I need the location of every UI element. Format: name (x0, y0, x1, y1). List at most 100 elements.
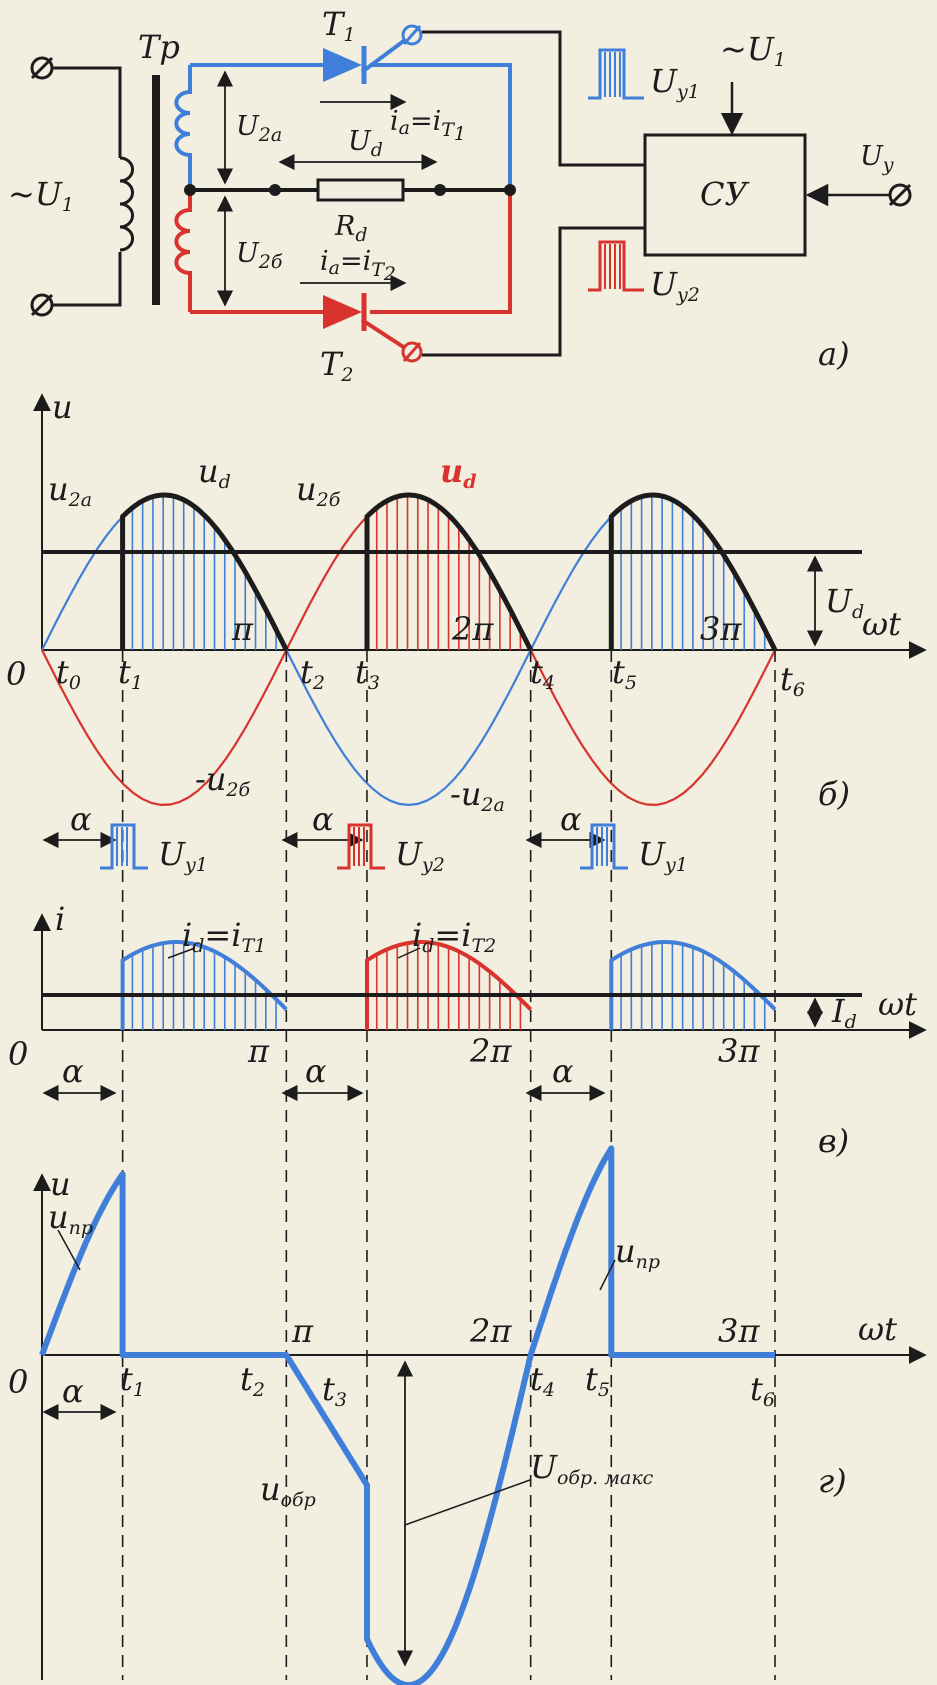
gate-wire-1 (422, 30, 645, 167)
t2-label: T2 (320, 345, 353, 386)
b-ud-label-2: ud (440, 452, 477, 493)
primary-wire (52, 66, 122, 307)
v-2pi-label: 2π (469, 1032, 512, 1070)
circuit-nodes (184, 184, 516, 196)
g-pi-label: π (291, 1312, 314, 1350)
b-t4-label: t4 (530, 653, 555, 694)
b-uy1-label: Uy1 (158, 835, 208, 876)
v-current-pulse (120, 940, 288, 1030)
b-t2-label: t2 (300, 653, 325, 694)
t1-label: T1 (322, 5, 355, 46)
b-pulse-uy1 (100, 823, 148, 870)
u2b-label: U2б (236, 238, 283, 273)
gate-wire-2 (422, 226, 645, 357)
input-terminal-bottom (30, 293, 54, 317)
b-2pi-label: 2π (451, 610, 494, 648)
b-alpha-3: α (560, 800, 582, 838)
rd-label: Rd (334, 211, 368, 246)
b-y-label: u (52, 388, 73, 426)
ud-label: Ud (348, 126, 383, 161)
b-t5-label: t5 (612, 653, 637, 694)
v-Id-label: Id (831, 992, 857, 1033)
v-id2-leader (397, 947, 421, 959)
g-uobr-label: uобр (260, 1470, 316, 1511)
transformer-core (152, 75, 160, 305)
panel-label-b: б) (818, 775, 850, 813)
input-terminal-top (30, 56, 54, 80)
v-alpha-3: α (552, 1052, 574, 1090)
v-current-pulse (609, 940, 777, 1030)
v-id2-label: id=iT2 (412, 916, 496, 957)
v-y-label: i (55, 900, 65, 938)
b-pi-label: π (231, 610, 254, 648)
b-t0-label: t0 (56, 653, 81, 694)
pulse-icon-uy2 (588, 240, 644, 292)
b-u2b-label: u2б (296, 470, 341, 511)
b-3pi-label: 3π (700, 610, 742, 648)
b-t1-label: t1 (118, 653, 143, 694)
b-Ud-label: Ud (825, 582, 864, 623)
g-2pi-label: 2π (469, 1312, 512, 1350)
panel-b: u ωt 0 u2a u2б ud ud -u2б -u2a π 2π 3π U… (6, 388, 927, 1355)
g-upr-label-2: uпр (615, 1232, 660, 1273)
b-ud-label-1: ud (198, 452, 231, 493)
ia1-label: ia=iT1 (390, 106, 466, 145)
b-ud-curve (120, 492, 778, 652)
b-x-label: ωt (862, 605, 901, 643)
v-id1-label: id=iT1 (182, 916, 266, 957)
g-alpha: α (62, 1372, 84, 1410)
supply-label: ~U1 (720, 30, 786, 71)
pulse-icon-uy1 (588, 48, 644, 100)
panel-g: u ωt 0 uпр uпр uобр Uобр. макс π 2π 3π t… (8, 1145, 927, 1685)
g-uobr-max-leader (404, 1479, 531, 1526)
lower-winding (174, 190, 192, 312)
b-pulse-uy2 (337, 823, 385, 870)
g-t2-label: t2 (240, 1360, 265, 1401)
control-input-label: Uy (860, 141, 894, 176)
primary-winding (119, 156, 135, 252)
uy1-label: Uy1 (650, 62, 700, 103)
b-origin: 0 (6, 655, 26, 693)
g-t1-label: t1 (120, 1360, 145, 1401)
g-thyristor-voltage-curve (39, 1145, 775, 1685)
v-pi-label: π (247, 1032, 270, 1070)
g-upr-leader-1 (57, 1229, 81, 1271)
t1-gate-terminal (401, 24, 423, 46)
g-3pi-label: 3π (718, 1312, 760, 1350)
control-input-terminal (888, 183, 912, 207)
g-upr-label-1: uпр (48, 1198, 93, 1239)
b-hatch-red (375, 495, 522, 650)
b-uy2-label: Uy2 (395, 835, 445, 876)
load-resistor (316, 178, 405, 202)
panel-label-a: а) (818, 335, 850, 373)
b-u2a-label: u2a (48, 470, 92, 511)
g-t3-label: t3 (322, 1370, 347, 1411)
b-neg-u2b-label: -u2б (195, 760, 251, 801)
g-t4-label: t4 (530, 1360, 555, 1401)
v-x-label: ωt (878, 985, 917, 1023)
b-alpha-1: α (70, 800, 92, 838)
t2-gate-terminal (401, 341, 423, 363)
g-upr-leader-2 (599, 1259, 616, 1291)
v-alpha-2: α (305, 1052, 327, 1090)
v-3pi-label: 3π (718, 1032, 760, 1070)
b-alpha-2: α (312, 800, 334, 838)
panel-label-v: в) (818, 1122, 849, 1160)
b-uy3-label: Uy1 (638, 835, 688, 876)
g-uobr-max-label: Uобр. макс (530, 1448, 654, 1489)
v-id1-leader (167, 947, 196, 959)
u2a-label: U2a (236, 111, 282, 146)
upper-branch-wire (190, 63, 512, 185)
thyristor-t2 (323, 293, 407, 350)
control-unit-label: СУ (700, 175, 750, 213)
b-neg-u2a-label: -u2a (450, 775, 505, 816)
panel-label-g: г) (818, 1462, 847, 1500)
v-origin: 0 (8, 1035, 28, 1073)
g-dashed-guides (121, 1355, 776, 1680)
v-current-pulse (365, 940, 533, 1030)
g-origin: 0 (8, 1363, 28, 1401)
v-alpha-1: α (62, 1052, 84, 1090)
transformer-label: Tp (138, 28, 180, 66)
ia2-label: ia=iT2 (320, 246, 396, 285)
